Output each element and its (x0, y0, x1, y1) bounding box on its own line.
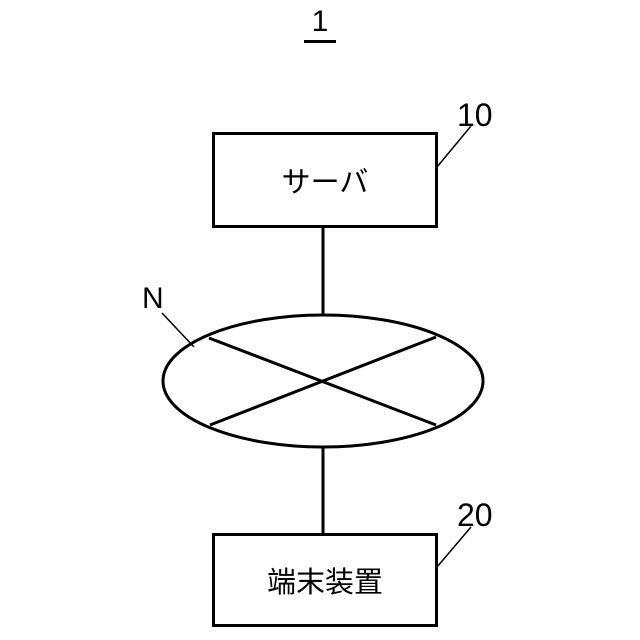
terminal-label: 端末装置 (266, 567, 383, 599)
server-label: サーバ (281, 167, 369, 199)
network-ellipse (161, 313, 485, 449)
terminal-box: 端末装置 (212, 533, 438, 627)
ref-label-20: 20 (457, 497, 493, 533)
network-cross-line-2 (209, 335, 437, 427)
leader-line-ref-20 (436, 526, 472, 568)
leader-line-ref-n (161, 312, 195, 348)
ref-label-10: 10 (457, 97, 493, 133)
ref-label-network: N (142, 282, 164, 315)
figure-title-wrap: 1 (0, 6, 640, 43)
figure-title: 1 (303, 6, 337, 43)
server-box: サーバ (212, 132, 438, 228)
leader-line-ref-10 (436, 125, 472, 168)
